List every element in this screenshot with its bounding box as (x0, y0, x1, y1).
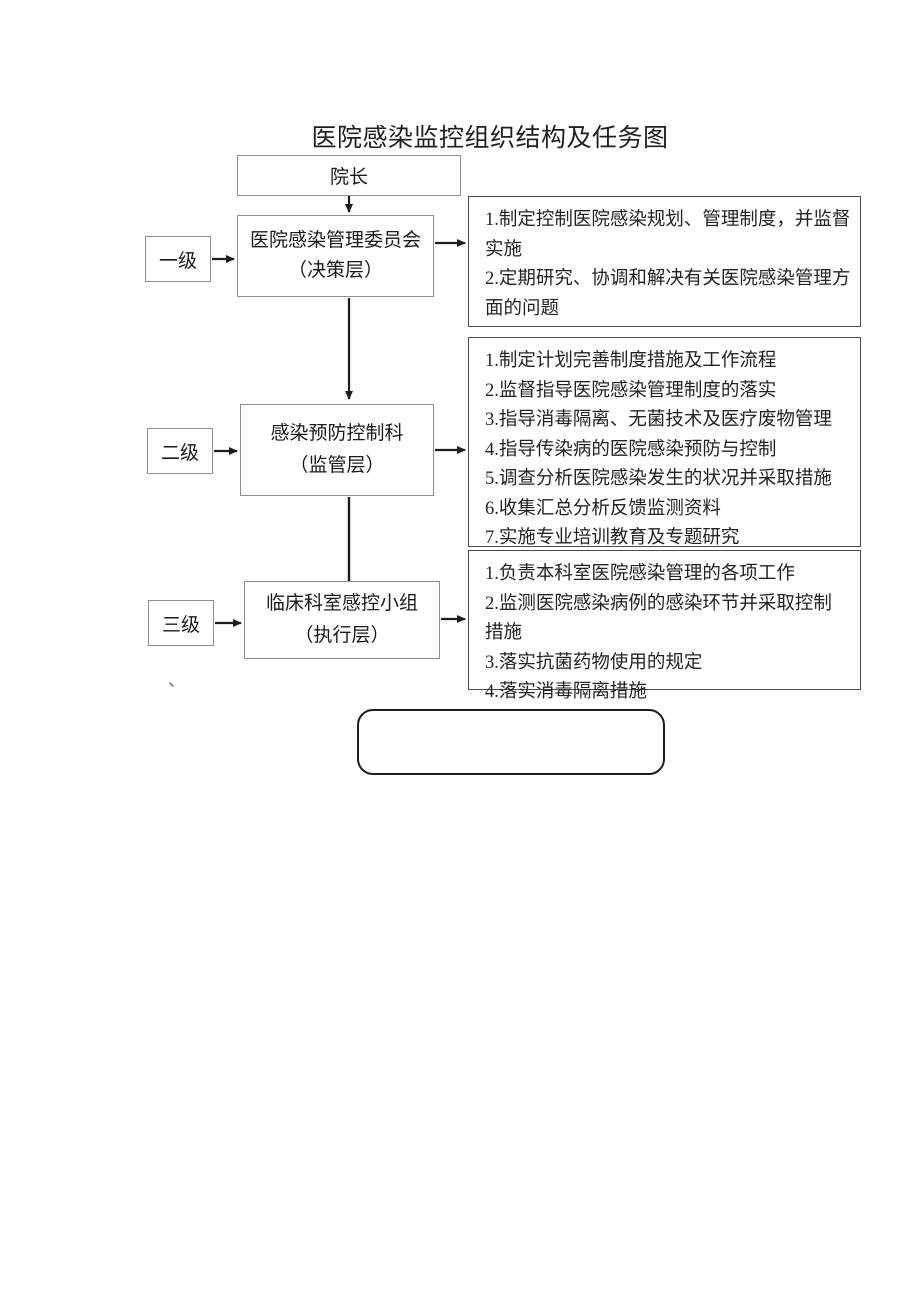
org-box-director-label: 院长 (329, 167, 368, 188)
task-line: 2.监督指导医院感染管理制度的落实 (485, 380, 777, 401)
org-box-committee-line2: （决策层） (287, 260, 383, 281)
level-tag-3[interactable]: 三级 (148, 600, 214, 646)
org-box-department[interactable]: 感染预防控制科 （监管层） (240, 404, 434, 496)
org-box-committee[interactable]: 医院感染管理委员会 （决策层） (237, 215, 434, 297)
level-tag-1-label: 一级 (158, 250, 197, 272)
task-line: 实施 (485, 239, 523, 260)
task-line: 1.制定控制医院感染规划、管理制度，并监督 (485, 210, 851, 230)
task-line: 3.落实抗菌药物使用的规定 (485, 652, 703, 673)
page-title: 医院感染监控组织结构及任务图 (311, 125, 669, 152)
level-tag-3-label: 三级 (161, 614, 200, 636)
task-line: 4.落实消毒隔离措施 (485, 682, 647, 702)
org-box-clinical[interactable]: 临床科室感控小组 （执行层） (244, 581, 440, 659)
task-line: 2.定期研究、协调和解决有关医院感染管理方 (485, 269, 851, 289)
task-box-level1[interactable]: 1.制定控制医院感染规划、管理制度，并监督 实施 2.定期研究、协调和解决有关医… (468, 196, 861, 327)
org-box-committee-line1: 医院感染管理委员会 (249, 230, 421, 251)
task-line: 面的问题 (485, 298, 560, 319)
task-box-level3[interactable]: 1.负责本科室医院感染管理的各项工作 2.监测医院感染病例的感染环节并采取控制 … (468, 550, 861, 702)
level-tag-2[interactable]: 二级 (147, 428, 213, 474)
task-line: 2.监测医院感染病例的感染环节并采取控制 (485, 593, 832, 614)
task-line: 1.负责本科室医院感染管理的各项工作 (485, 564, 795, 584)
stray-tick-mark: 、 (168, 671, 185, 690)
task-line: 3.指导消毒隔离、无菌技术及医疗废物管理 (485, 410, 832, 430)
bottom-empty-box[interactable] (357, 709, 665, 775)
task-line: 措施 (485, 623, 523, 643)
task-line: 1.制定计划完善制度措施及工作流程 (485, 351, 777, 371)
org-box-department-line1: 感染预防控制科 (270, 423, 404, 444)
task-line: 6.收集汇总分析反馈监测资料 (485, 498, 721, 519)
task-box-level2[interactable]: 1.制定计划完善制度措施及工作流程 2.监督指导医院感染管理制度的落实 3.指导… (468, 337, 861, 548)
org-box-department-line2: （监管层） (289, 455, 385, 476)
org-box-director[interactable]: 院长 (237, 155, 461, 196)
org-box-clinical-line2: （执行层） (294, 625, 390, 646)
task-line: 5.调查分析医院感染发生的状况并采取措施 (485, 469, 832, 489)
org-box-clinical-line1: 临床科室感控小组 (265, 593, 418, 614)
task-line: 4.指导传染病的医院感染预防与控制 (485, 439, 777, 460)
level-tag-2-label: 二级 (160, 442, 199, 464)
task-line: 7.实施专业培训教育及专题研究 (485, 528, 740, 548)
level-tag-1[interactable]: 一级 (145, 236, 211, 282)
